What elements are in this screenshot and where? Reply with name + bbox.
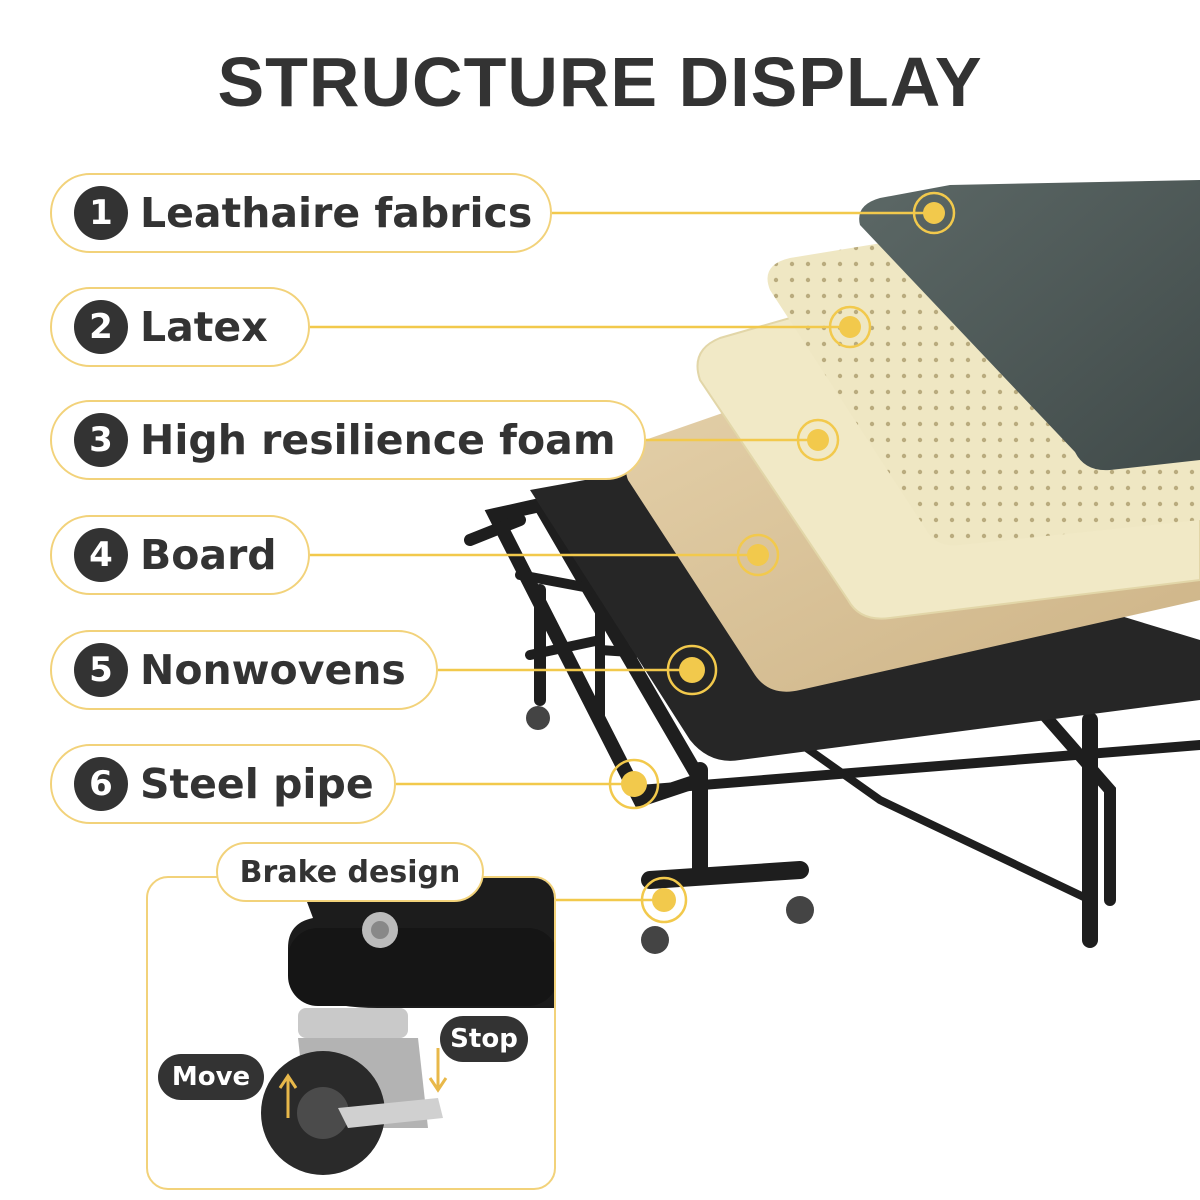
number-badge: 5 (74, 643, 128, 697)
layer-label: Nonwovens (140, 646, 406, 694)
brake-design-label: Brake design (216, 842, 484, 902)
latex-marker (828, 305, 872, 349)
layer-pill-high-resilience-foam: 3 High resilience foam (50, 400, 646, 480)
stop-label: Stop (440, 1016, 528, 1062)
steel-marker (608, 758, 660, 810)
number-badge: 1 (74, 186, 128, 240)
layer-markers (608, 191, 956, 924)
layer-pill-leathaire-fabrics: 1 Leathaire fabrics (50, 173, 552, 253)
layer-pill-latex: 2 Latex (50, 287, 310, 367)
nonwovens-marker (666, 644, 718, 696)
layer-label: Leathaire fabrics (140, 189, 533, 237)
layer-label: Board (140, 531, 277, 579)
number-badge: 2 (74, 300, 128, 354)
layer-label: Steel pipe (140, 760, 374, 808)
move-label: Move (158, 1054, 264, 1100)
page-title: STRUCTURE DISPLAY (217, 43, 983, 121)
layer-pill-steel-pipe: 6 Steel pipe (50, 744, 396, 824)
leathaire-marker (912, 191, 956, 235)
frame-casters (526, 706, 814, 954)
number-badge: 3 (74, 413, 128, 467)
foam-marker (796, 418, 840, 462)
layer-label: High resilience foam (140, 416, 616, 464)
brake-marker (640, 876, 688, 924)
caster-closeup-illustration (261, 878, 554, 1175)
layer-label: Latex (140, 303, 268, 351)
leader-lines (310, 211, 932, 902)
fabric-layer (859, 180, 1200, 471)
number-badge: 6 (74, 757, 128, 811)
number-badge: 4 (74, 528, 128, 582)
layer-pill-nonwovens: 5 Nonwovens (50, 630, 438, 710)
board-marker (736, 533, 780, 577)
layer-pill-board: 4 Board (50, 515, 310, 595)
